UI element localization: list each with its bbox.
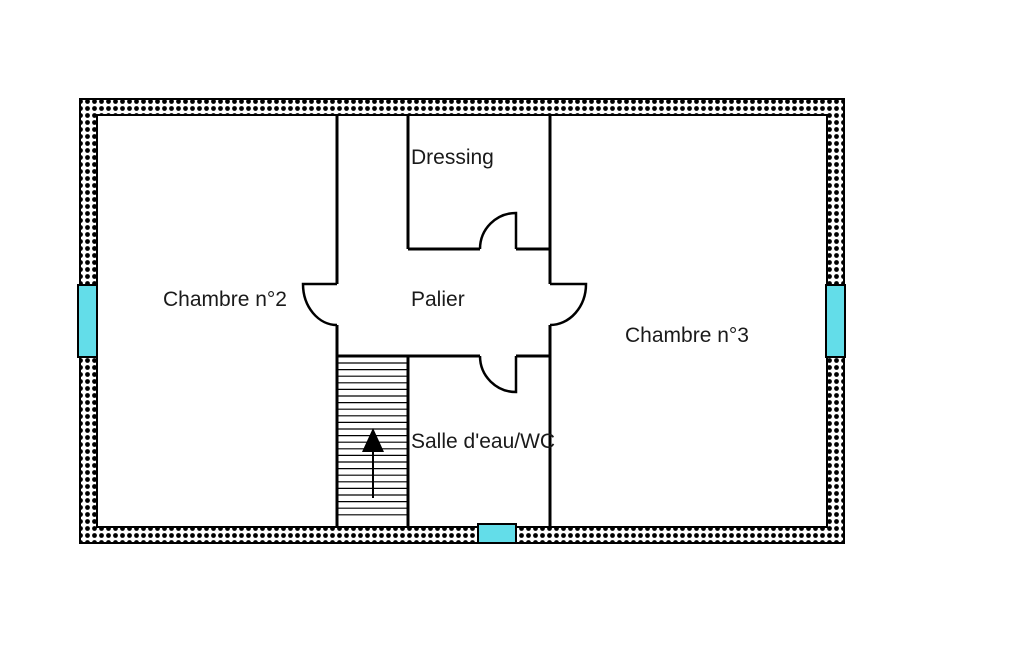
room-label-landing: Palier xyxy=(411,288,465,311)
room-label-bedroom2: Chambre n°2 xyxy=(163,288,287,311)
stairs-arrow-icon xyxy=(362,428,384,498)
room-label-dressing: Dressing xyxy=(411,146,494,169)
room-label-bathroom: Salle d'eau/WC xyxy=(411,430,555,453)
interior-walls xyxy=(335,115,552,527)
window-east xyxy=(825,284,846,358)
door-bedroom2 xyxy=(301,282,338,327)
door-bedroom3 xyxy=(549,282,588,327)
window-south xyxy=(477,523,517,544)
doors xyxy=(301,211,588,394)
exterior-wall xyxy=(79,98,845,544)
window-west xyxy=(77,284,98,358)
door-dressing xyxy=(478,211,518,250)
room-label-bedroom3: Chambre n°3 xyxy=(625,324,749,347)
door-bathroom xyxy=(478,355,518,394)
